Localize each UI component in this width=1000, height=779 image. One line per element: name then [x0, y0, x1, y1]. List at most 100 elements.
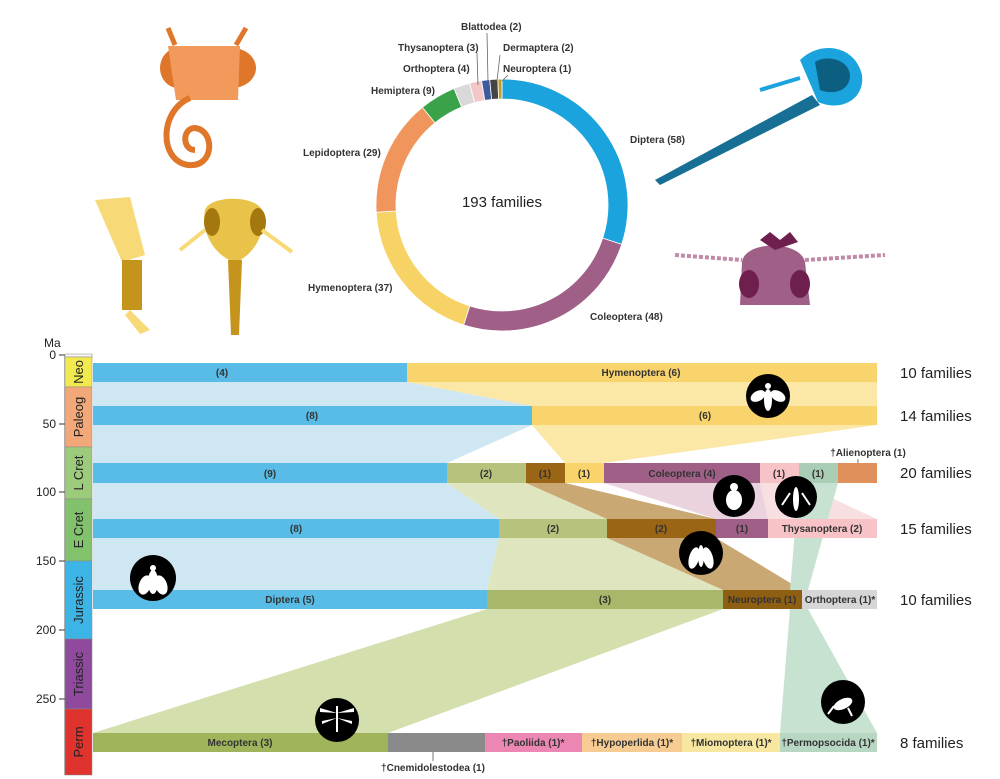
donut-label-lepidoptera: Lepidoptera (29) [303, 148, 381, 159]
era-early-cretaceous: E Cret [71, 511, 86, 548]
donut-label-blattodea: Blattodea (2) [461, 22, 522, 33]
family-donut-chart [375, 78, 629, 332]
bar-r6-paoliida [485, 733, 582, 752]
total-r1: 10 families [900, 365, 972, 382]
bar-r6-mecoptera [93, 733, 388, 752]
segment-labels: (4) Hymenoptera (6) (8) (6) (9) (2) (1) … [207, 368, 905, 774]
donut-label-neuroptera: Neuroptera (1) [503, 64, 571, 75]
diptera-mouthparts-illustration [655, 48, 863, 185]
bar-r3-diptera [93, 463, 447, 483]
tick-100: 100 [36, 485, 56, 499]
bar-r3-hymenoptera [565, 463, 604, 483]
lepidoptera-head-illustration [160, 26, 256, 169]
bar-r6-hypoperlida [582, 733, 682, 752]
seg-r3-thysanoptera: (1) [773, 469, 785, 480]
bar-r3-coleoptera [604, 463, 760, 483]
seg-r5-orthoptera: Orthoptera (1)* [805, 595, 876, 606]
time-axis: 0 50 100 150 200 250 [36, 348, 66, 775]
seg-r4-diptera: (8) [290, 524, 302, 535]
donut-center-label: 193 families [462, 194, 542, 211]
donut-slice-2 [375, 210, 471, 326]
total-r6: 8 families [900, 735, 963, 752]
bar-r5-mecoptera [487, 590, 723, 609]
bar-r3-neuroptera [526, 463, 565, 483]
era-jurassic: Jurassic [71, 576, 86, 624]
bar-r4-coleoptera [716, 519, 768, 538]
bar-r5-orthoptera [802, 590, 877, 609]
era-permian: Perm [71, 726, 86, 757]
donut-slice-9 [497, 78, 503, 100]
coleoptera-head-illustration [674, 232, 886, 305]
seg-r3-orthoptera: (1) [812, 469, 824, 480]
tick-150: 150 [36, 554, 56, 568]
hymenoptera-head-illustration [178, 198, 294, 335]
seg-r3-hymenoptera: (1) [578, 469, 590, 480]
bar-r4-neuroptera [607, 519, 716, 538]
diptera-silhouette-icon [130, 555, 176, 601]
donut-slice-0 [501, 78, 629, 245]
bar-r3-orthoptera [799, 463, 838, 483]
era-column: Neo Paleog L Cret E Cret Jurassic Triass… [64, 353, 93, 776]
donut-label-dermaptera: Dermaptera (2) [503, 43, 574, 54]
seg-r4-neuroptera: (2) [655, 524, 667, 535]
seg-r3-neuroptera: (1) [539, 469, 551, 480]
era-paleogene: Paleog [71, 397, 86, 437]
seg-r2-diptera: (8) [306, 411, 318, 422]
axis-title: Ma [44, 336, 61, 350]
era-triassic: Triassic [71, 651, 86, 696]
bar-r5-neuroptera [723, 590, 802, 609]
bar-r6-cnemidolestodea [388, 733, 485, 752]
total-r4: 15 families [900, 521, 972, 538]
seg-r6-cnemidolestodea: †Cnemidolestodea (1) [381, 763, 485, 774]
era-neo: Neo [71, 360, 86, 384]
donut-labels: Diptera (58) Coleoptera (48) Hymenoptera… [303, 22, 685, 323]
total-r3: 20 families [900, 465, 972, 482]
donut-slice-8 [489, 78, 499, 100]
seg-r3-alienoptera: †Alienoptera (1) [830, 448, 906, 459]
donut-leader-lines [476, 32, 509, 86]
neuroptera-silhouette-icon [679, 531, 723, 575]
bar-r4-thysanoptera [768, 519, 877, 538]
seg-r5-neuroptera: Neuroptera (1) [728, 595, 796, 606]
thysanoptera-silhouette-icon [775, 476, 817, 518]
bar-r6-permopsocida [780, 733, 877, 752]
family-bars [93, 363, 877, 752]
bar-r2-diptera [93, 406, 532, 425]
donut-slice-3 [375, 106, 436, 213]
leader-lines [432, 459, 859, 761]
bar-r4-diptera [93, 519, 499, 538]
donut-label-orthoptera: Orthoptera (4) [403, 64, 470, 75]
mecoptera-silhouette-icon [315, 698, 359, 742]
seg-r6-hypoperlida: †Hypoperlida (1)* [591, 738, 673, 749]
tick-50: 50 [43, 417, 57, 431]
seg-r2-hymenoptera: (6) [699, 411, 711, 422]
hymenoptera-silhouette-icon [746, 374, 790, 418]
seg-r6-paoliida: †Paoliida (1)* [502, 738, 565, 749]
total-r2: 14 families [900, 408, 972, 425]
bar-r4-mecoptera [499, 519, 607, 538]
donut-label-hymenoptera: Hymenoptera (37) [308, 283, 392, 294]
seg-r3-coleoptera: Coleoptera (4) [648, 469, 715, 480]
seg-r4-thysanoptera: Thysanoptera (2) [782, 524, 863, 535]
donut-label-coleoptera: Coleoptera (48) [590, 312, 663, 323]
seg-r5-mecoptera: (3) [599, 595, 611, 606]
coleoptera-silhouette-icon [713, 475, 755, 517]
seg-r1-hymenoptera: Hymenoptera (6) [602, 368, 681, 379]
seg-r4-mecoptera: (2) [547, 524, 559, 535]
bar-r2-hymenoptera [532, 406, 877, 425]
row-totals: 10 families 14 families 20 families 15 f… [900, 365, 972, 752]
seg-r3-diptera: (9) [264, 469, 276, 480]
bar-r3-mecoptera [447, 463, 526, 483]
hymenoptera-leg-illustration [95, 197, 150, 334]
seg-r4-coleoptera: (1) [736, 524, 748, 535]
seg-r5-diptera: Diptera (5) [265, 595, 314, 606]
bar-r1-diptera [93, 363, 407, 382]
seg-r6-permopsocida: †Permopsocida (1)* [781, 738, 874, 749]
seg-r3-mecoptera: (2) [480, 469, 492, 480]
bar-r3-alienoptera [838, 463, 877, 483]
seg-r1-diptera: (4) [216, 368, 228, 379]
permopsocida-silhouette-icon [821, 680, 865, 724]
tick-250: 250 [36, 692, 56, 706]
donut-label-thysanoptera: Thysanoptera (3) [398, 43, 479, 54]
